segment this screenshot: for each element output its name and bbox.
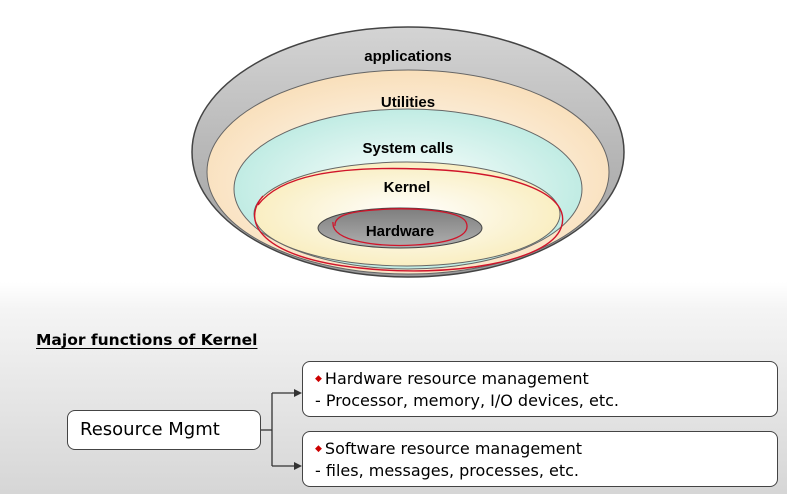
bullet-icon: ◆ [315, 374, 322, 384]
resource-mgmt-box: Resource Mgmt [67, 410, 261, 450]
software-resource-detail: - files, messages, processes, etc. [315, 461, 579, 480]
hardware-resource-title: Hardware resource management [324, 369, 589, 388]
kernel-annotation-circle [254, 167, 564, 272]
hardware-annotation-circle [332, 208, 468, 247]
hardware-resource-box: ◆Hardware resource management - Processo… [302, 361, 778, 417]
layer-label-kernel: Kernel [384, 179, 431, 196]
hardware-resource-detail: - Processor, memory, I/O devices, etc. [315, 391, 619, 410]
software-resource-box: ◆Software resource management - files, m… [302, 431, 778, 487]
resource-mgmt-label: Resource Mgmt [80, 419, 220, 440]
software-resource-title: Software resource management [324, 439, 583, 458]
bullet-icon: ◆ [315, 444, 322, 454]
hardware-layer [317, 207, 483, 249]
layer-label-system-calls: System calls [363, 140, 454, 157]
os-layers-diagram: applications Utilities System calls Kern… [191, 26, 625, 278]
layer-label-hardware: Hardware [366, 223, 434, 240]
layer-label-utilities: Utilities [381, 94, 435, 111]
layer-label-applications: applications [364, 48, 452, 65]
section-heading: Major functions of Kernel [36, 331, 258, 349]
